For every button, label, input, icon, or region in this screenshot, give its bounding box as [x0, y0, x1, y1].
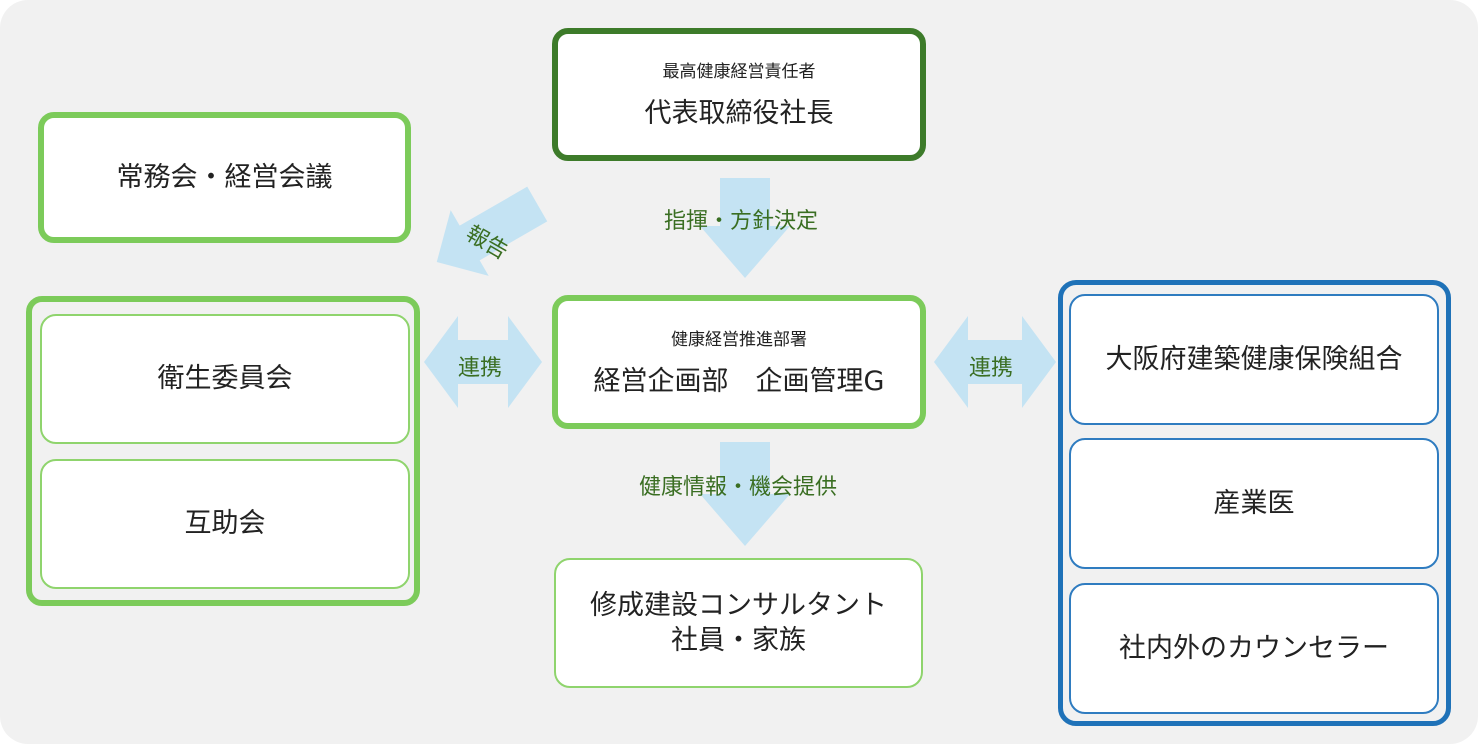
provide-arrow: [700, 442, 790, 546]
board-box: 常務会・経営会議: [38, 112, 411, 243]
right-group-item: 大阪府建築健康保険組合: [1069, 294, 1439, 425]
center-caption: 健康経営推進部署: [671, 329, 807, 350]
direct-arrow: [700, 178, 790, 278]
ceo-box: 最高健康経営責任者 代表取締役社長: [552, 28, 926, 161]
ceo-title: 代表取締役社長: [644, 98, 834, 130]
cooperate-right-label: 連携: [969, 356, 1014, 381]
left-group-item: 互助会: [40, 459, 410, 589]
right-group-item: 産業医: [1069, 438, 1439, 569]
employees-line2: 社員・家族: [671, 625, 806, 656]
cooperate-right-arrow: [934, 316, 1056, 408]
provide-arrow-label: 健康情報・機会提供: [639, 475, 838, 500]
direct-arrow-label: 指揮・方針決定: [664, 209, 819, 234]
right-group-item: 社内外のカウンセラー: [1069, 583, 1439, 714]
right-group-item-label: 大阪府建築健康保険組合: [1105, 343, 1403, 375]
board-title: 常務会・経営会議: [116, 161, 333, 193]
report-arrow: [436, 186, 548, 276]
ceo-caption: 最高健康経営責任者: [662, 62, 816, 83]
center-title: 経営企画部 企画管理G: [593, 365, 885, 397]
center-box: 健康経営推進部署 経営企画部 企画管理G: [552, 295, 926, 429]
right-group-item-label: 社内外のカウンセラー: [1119, 632, 1389, 664]
employees-line1: 修成建設コンサルタント: [590, 589, 887, 621]
employees-box: 修成建設コンサルタント 社員・家族: [554, 558, 923, 688]
left-group-item-label: 衛生委員会: [157, 363, 293, 395]
cooperate-left-label: 連携: [458, 356, 503, 381]
right-group-item-label: 産業医: [1213, 487, 1295, 519]
cooperate-left-arrow: [424, 316, 542, 408]
left-group-item: 衛生委員会: [40, 314, 410, 444]
left-group-item-label: 互助会: [184, 508, 266, 540]
